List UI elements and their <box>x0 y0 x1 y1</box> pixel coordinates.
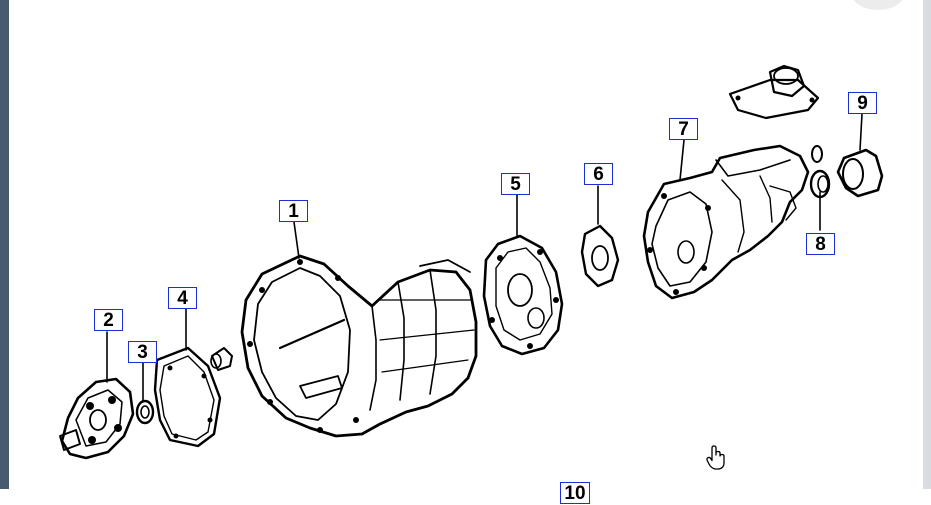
part-7-extension-housing <box>642 144 810 300</box>
part-4-gasket <box>153 346 222 448</box>
hand-pointer-icon <box>706 445 725 470</box>
shift-retainer-plate <box>728 64 820 120</box>
part-6-gasket <box>580 224 620 288</box>
corner-button[interactable] <box>852 0 904 10</box>
part-5-intermediate-plate <box>482 234 564 356</box>
part-1-transmission-case <box>240 254 478 438</box>
window-frame-left <box>0 0 9 489</box>
callout-1: 1 <box>279 200 308 222</box>
callout-6: 6 <box>584 163 613 185</box>
callout-3: 3 <box>128 341 157 363</box>
leader-lines <box>106 113 863 403</box>
bushing <box>210 347 233 371</box>
part-2-bearing-retainer <box>59 377 135 460</box>
callout-8: 8 <box>806 233 835 255</box>
part-9-dust-cover <box>836 148 884 198</box>
window-frame-right <box>923 0 931 489</box>
exploded-parts-diagram <box>59 64 884 460</box>
callout-2: 2 <box>94 309 123 331</box>
callout-4: 4 <box>168 287 197 309</box>
callout-10: 10 <box>560 482 590 504</box>
callout-5: 5 <box>501 173 530 195</box>
part-8-bearing <box>809 169 831 199</box>
callout-7: 7 <box>669 118 698 140</box>
snap-ring <box>811 145 823 163</box>
part-3-oil-seal <box>135 399 155 425</box>
callout-9: 9 <box>848 92 877 114</box>
